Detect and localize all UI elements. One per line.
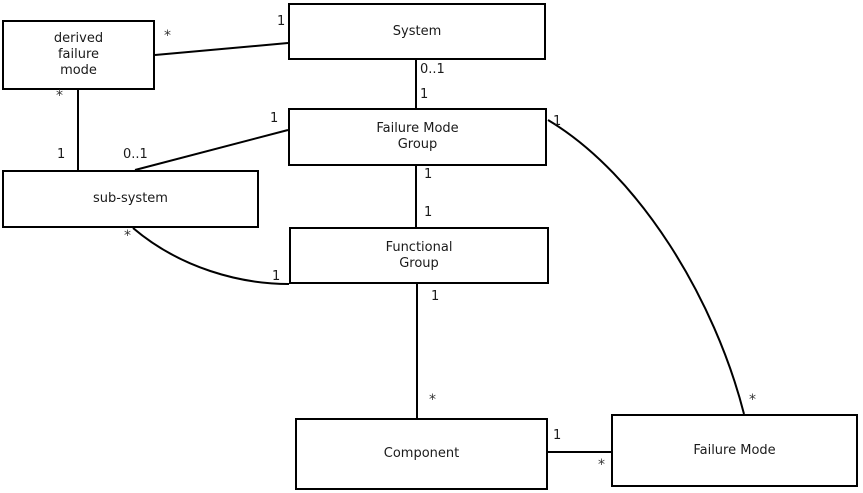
- multiplicity-label: 1: [424, 205, 433, 220]
- multiplicity-label: 1: [420, 87, 429, 102]
- multiplicity-label: *: [56, 88, 63, 104]
- class-box-failure-mode-group[interactable]: Failure Mode Group: [288, 108, 547, 166]
- class-box-component[interactable]: Component: [295, 418, 548, 490]
- class-box-failure-mode[interactable]: Failure Mode: [611, 414, 858, 487]
- class-box-derived-failure-mode[interactable]: derived failure mode: [2, 20, 155, 90]
- multiplicity-label: 1: [272, 269, 281, 284]
- multiplicity-label: 1: [553, 428, 562, 443]
- multiplicity-label: 0..1: [123, 147, 148, 162]
- multiplicity-label: 1: [424, 167, 433, 182]
- multiplicity-label: *: [598, 457, 605, 473]
- class-box-system[interactable]: System: [288, 3, 546, 60]
- class-name-component: Component: [383, 446, 460, 461]
- multiplicity-label: *: [429, 392, 436, 408]
- multiplicity-label: 1: [553, 114, 562, 129]
- multiplicity-label: 1: [431, 289, 440, 304]
- association-line-failure-mode-group-to-failure-mode: [547, 119, 745, 415]
- multiplicity-label: *: [749, 392, 756, 408]
- multiplicity-label: *: [164, 28, 171, 44]
- multiplicity-label: 0..1: [420, 62, 445, 77]
- class-box-sub-system[interactable]: sub-system: [2, 170, 259, 228]
- multiplicity-label: 1: [277, 14, 286, 29]
- multiplicity-label: 1: [57, 147, 66, 162]
- multiplicity-label: 1: [270, 111, 279, 126]
- class-name-derived-failure-mode: derived failure mode: [53, 31, 104, 78]
- class-name-failure-mode: Failure Mode: [693, 442, 776, 458]
- class-name-sub-system: sub-system: [93, 191, 168, 206]
- multiplicity-label: *: [124, 228, 131, 244]
- association-line-sub-system-to-failure-mode-group: [134, 129, 289, 171]
- class-name-system: System: [392, 23, 442, 39]
- class-name-failure-mode-group: Failure Mode Group: [376, 121, 459, 152]
- association-line-sub-system-to-functional-group: [132, 227, 290, 285]
- class-box-functional-group[interactable]: Functional Group: [289, 227, 549, 284]
- association-line-derived-failure-mode-to-system: [154, 42, 289, 56]
- class-name-functional-group: Functional Group: [385, 239, 453, 271]
